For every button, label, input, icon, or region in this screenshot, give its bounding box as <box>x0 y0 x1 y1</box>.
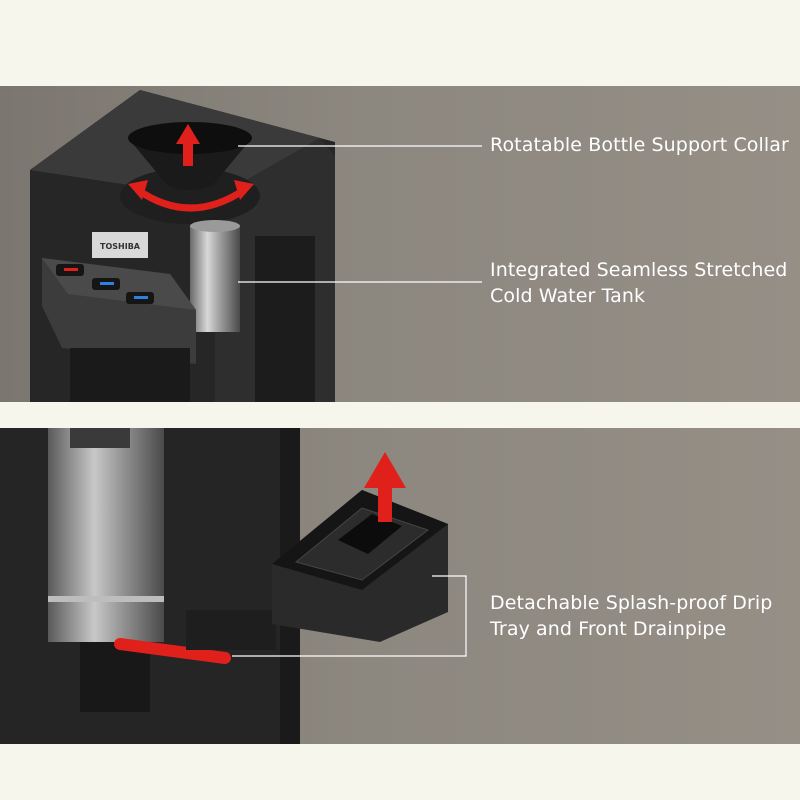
dispenser-top-illustration: TOSHIBA <box>30 90 482 402</box>
top-feature-panel: TOSHIBA Rotatable Bottle Support Collar … <box>0 86 800 402</box>
tray-callout: Detachable Splash-proof Drip Tray and Fr… <box>490 590 772 642</box>
rotate-arrows-icon <box>128 180 254 212</box>
collar-base <box>120 168 260 224</box>
cold-water-tank <box>190 226 240 332</box>
bottom-feature-panel: Detachable Splash-proof Drip Tray and Fr… <box>0 428 800 744</box>
tank-label-line2: Cold Water Tank <box>490 285 646 307</box>
tray-arm <box>186 610 276 650</box>
up-arrow-icon <box>364 452 406 522</box>
tray-leader <box>232 575 467 657</box>
drainpipe-icon <box>114 638 231 664</box>
dispenser-bottom-illustration <box>0 428 467 744</box>
cold-water-tank-lower <box>48 428 164 642</box>
brand-badge <box>92 232 148 258</box>
bottom-bracket <box>80 642 150 712</box>
tray-label-line2: Tray and Front Drainpipe <box>490 618 727 640</box>
up-arrow-icon <box>176 124 200 166</box>
tray-label-line1: Detachable Splash-proof Drip <box>490 592 773 614</box>
collar-callout: Rotatable Bottle Support Collar <box>490 132 789 158</box>
tank-label-line1: Integrated Seamless Stretched <box>490 259 788 281</box>
tank-callout: Integrated Seamless Stretched Cold Water… <box>490 257 787 309</box>
brand-text: TOSHIBA <box>100 242 141 251</box>
dispense-area <box>70 348 190 402</box>
collar-label: Rotatable Bottle Support Collar <box>490 134 789 156</box>
side-grille <box>255 236 315 402</box>
